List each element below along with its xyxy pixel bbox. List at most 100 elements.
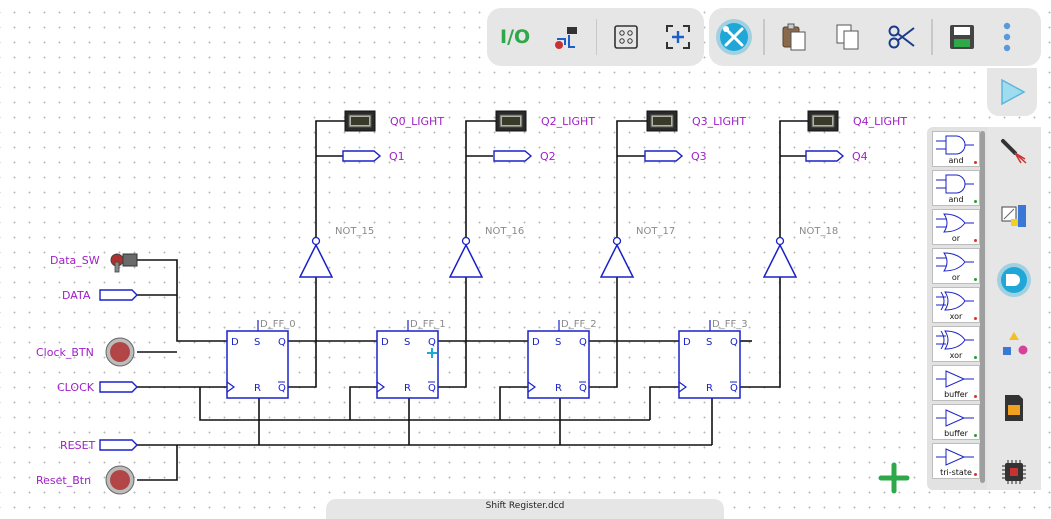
- data-sw-label: Data_SW: [50, 254, 100, 267]
- clock-label: CLOCK: [57, 381, 95, 394]
- light-label: Q0_LIGHT: [390, 115, 444, 128]
- center-button[interactable]: [658, 16, 698, 58]
- output-port[interactable]: [805, 150, 845, 162]
- clock-input-port[interactable]: [99, 381, 138, 393]
- shapes-icon: [1003, 332, 1028, 355]
- output-port[interactable]: [644, 150, 684, 162]
- palette-item-label: xor: [949, 312, 963, 321]
- output-port[interactable]: [342, 150, 382, 162]
- paste-button[interactable]: [773, 16, 815, 58]
- clock-btn-label: Clock_BTN: [36, 346, 94, 359]
- file-tab[interactable]: Shift Register.dcd: [326, 499, 724, 519]
- center-focus-icon: [665, 25, 690, 49]
- or-gate-icon: [936, 252, 974, 272]
- palette-item-xor[interactable]: xor: [932, 287, 980, 323]
- buffer-gate-icon: [936, 370, 974, 388]
- ff-pin-r: R: [555, 383, 562, 394]
- scissors-icon: [888, 25, 915, 49]
- not-gate[interactable]: [762, 243, 798, 278]
- not-gate[interactable]: [298, 243, 334, 278]
- output-label: Q2: [540, 150, 556, 163]
- save-icon: [950, 25, 974, 49]
- palette-item-or[interactable]: or: [932, 248, 980, 284]
- not-bubble: [311, 236, 321, 246]
- ff-pin-d: D: [683, 337, 691, 348]
- buffer-gate-icon: [936, 448, 974, 466]
- palette-item-buffer[interactable]: buffer: [932, 365, 980, 401]
- ff-label: D_FF_2: [561, 319, 597, 330]
- ff-pin-d: D: [231, 337, 239, 348]
- output-port[interactable]: [493, 150, 533, 162]
- not-gate[interactable]: [599, 243, 635, 278]
- palette-item-dot: [974, 200, 977, 203]
- not-gate[interactable]: [448, 243, 484, 278]
- not-bubble: [461, 236, 471, 246]
- wire-mode-button[interactable]: [547, 16, 587, 58]
- xor-gate-icon: [936, 330, 974, 350]
- palette-scrollbar[interactable]: [980, 131, 985, 483]
- cut-button[interactable]: [881, 16, 923, 58]
- more-button[interactable]: [995, 16, 1019, 58]
- palette-item-dot: [974, 278, 977, 281]
- palette-item-tri-state[interactable]: tri-state: [932, 443, 980, 479]
- ff-pin-d: D: [532, 337, 540, 348]
- clock-pin-marker: [678, 381, 688, 393]
- not-label: NOT_18: [799, 226, 838, 237]
- data-input-port[interactable]: [99, 289, 138, 301]
- ff-pin-qbar: Q: [428, 383, 436, 394]
- data-switch[interactable]: [110, 253, 138, 273]
- reset-input-port[interactable]: [99, 439, 138, 451]
- ff-label: D_FF_1: [410, 319, 446, 330]
- io-button[interactable]: I/O: [495, 16, 535, 58]
- grid-button[interactable]: [605, 16, 645, 58]
- wire-tool-button[interactable]: [995, 133, 1033, 171]
- output-label: Q4: [852, 150, 868, 163]
- play-icon: [1001, 78, 1026, 106]
- palette-item-label: buffer: [944, 429, 968, 438]
- d-flip-flop[interactable]: [376, 330, 439, 399]
- light-label: Q3_LIGHT: [692, 115, 746, 128]
- palette-item-label: and: [948, 156, 964, 165]
- tools-button[interactable]: [713, 16, 755, 58]
- reset-btn-label: Reset_Btn: [36, 474, 91, 487]
- d-flip-flop[interactable]: [527, 330, 590, 399]
- palette-item-or[interactable]: or: [932, 209, 980, 245]
- ff-pin-r: R: [706, 383, 713, 394]
- ff-pin-q: Q: [730, 337, 738, 348]
- d-flip-flop[interactable]: [226, 330, 289, 399]
- paste-icon: [782, 23, 806, 51]
- and-gate-icon: [936, 174, 974, 194]
- data-label: DATA: [62, 289, 91, 302]
- palette-item-xor[interactable]: xor: [932, 326, 980, 362]
- ff-pin-r: R: [254, 383, 261, 394]
- logic-gates-button[interactable]: [995, 261, 1033, 299]
- run-simulation-button[interactable]: [987, 68, 1037, 116]
- chip-button[interactable]: [995, 453, 1033, 491]
- shapes-button[interactable]: [995, 325, 1033, 363]
- clock-button[interactable]: [105, 337, 135, 367]
- ff-pin-s: S: [706, 337, 712, 348]
- memory-button[interactable]: [995, 389, 1033, 427]
- save-button[interactable]: [941, 16, 983, 58]
- palette-item-dot: [974, 161, 977, 164]
- palette-item-and[interactable]: and: [932, 131, 980, 167]
- toolbar-separator: [595, 19, 598, 55]
- not-bubble: [612, 236, 622, 246]
- memory-card-icon: [1005, 395, 1023, 421]
- file-tab-label: Shift Register.dcd: [485, 501, 565, 511]
- ff-pin-qbar: Q: [579, 383, 587, 394]
- io-devices-button[interactable]: [995, 197, 1033, 235]
- tools-icon: [716, 19, 752, 55]
- add-component-button[interactable]: [878, 462, 910, 494]
- palette-item-and[interactable]: and: [932, 170, 980, 206]
- buffer-gate-icon: [936, 409, 974, 427]
- copy-button[interactable]: [827, 16, 869, 58]
- palette-item-buffer[interactable]: buffer: [932, 404, 980, 440]
- reset-button[interactable]: [105, 465, 135, 495]
